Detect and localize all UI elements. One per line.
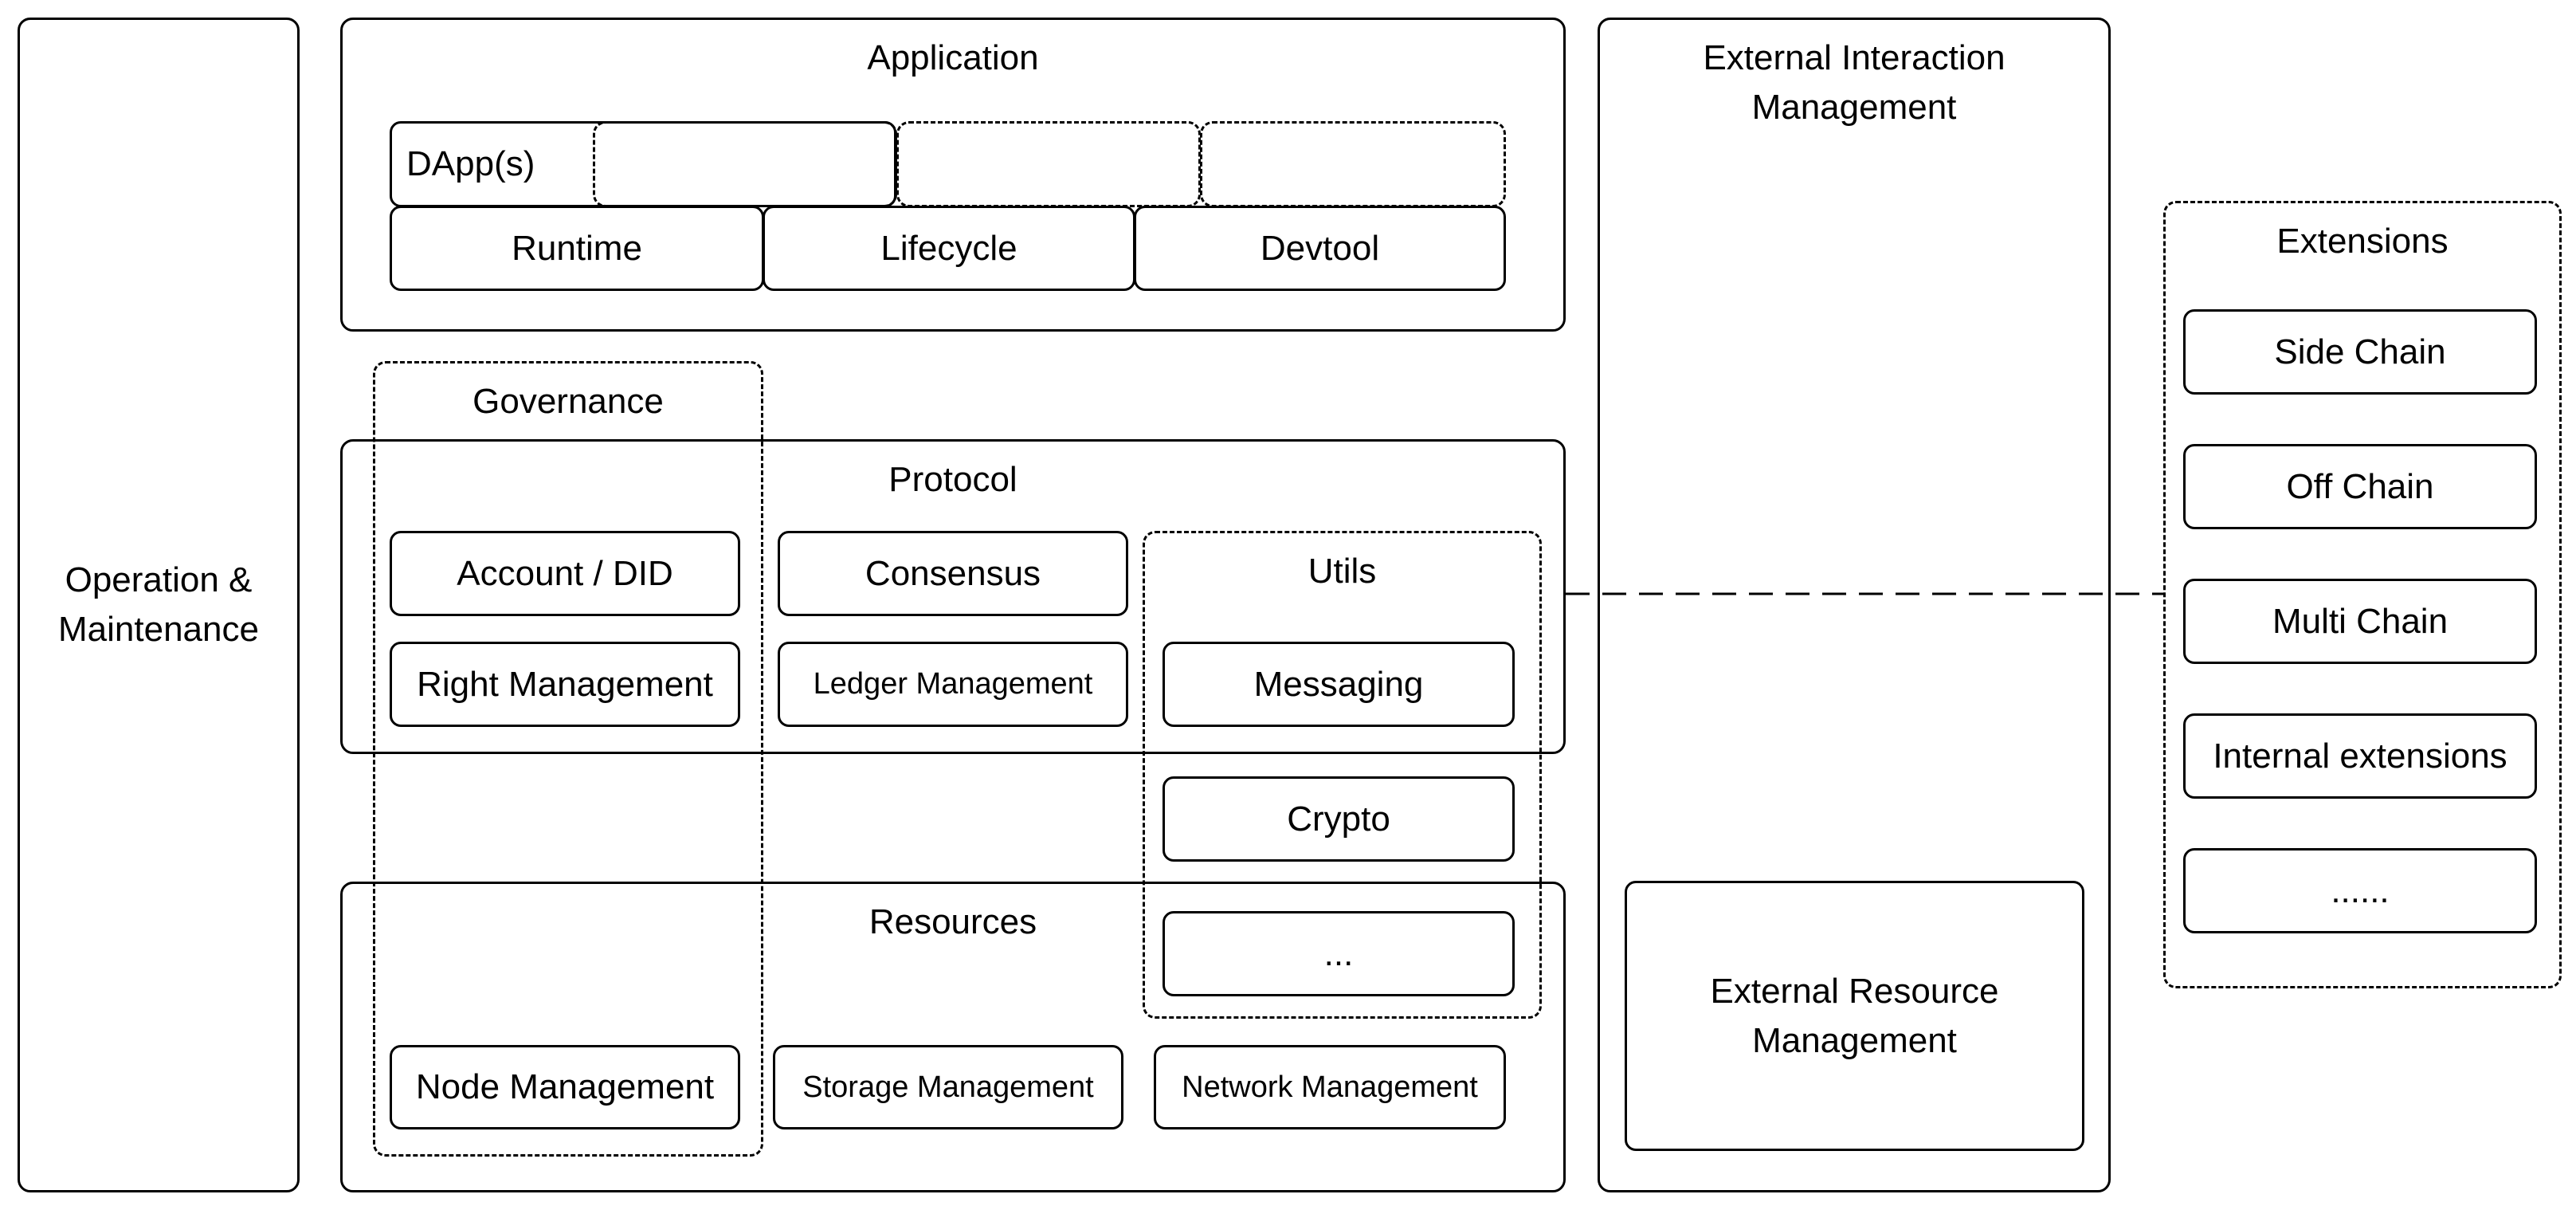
external-interaction-panel — [1598, 18, 2111, 1192]
external-interaction-title: External Interaction Management — [1598, 33, 2111, 132]
node-management-box: Node Management — [390, 1045, 740, 1129]
protocol-panel — [340, 439, 1566, 754]
lifecycle-box: Lifecycle — [763, 206, 1135, 291]
utils-region — [1143, 531, 1542, 1019]
crypto-box: Crypto — [1163, 776, 1515, 862]
devtool-box: Devtool — [1134, 206, 1506, 291]
operation-maintenance-panel — [18, 18, 300, 1192]
extensions-more-box: ...... — [2183, 848, 2537, 933]
governance-title: Governance — [472, 382, 664, 421]
operation-maintenance-label: Operation & Maintenance — [18, 18, 300, 1192]
network-management-box: Network Management — [1154, 1045, 1506, 1129]
extensions-title: Extensions — [2276, 222, 2449, 261]
storage-management-box: Storage Management — [773, 1045, 1123, 1129]
utils-more-box: ... — [1163, 911, 1515, 996]
extensions-region — [2163, 201, 2562, 988]
multi-chain-box: Multi Chain — [2183, 579, 2537, 664]
messaging-box: Messaging — [1163, 642, 1515, 727]
runtime-box: Runtime — [390, 206, 764, 291]
external-resource-line1: External Resource — [1710, 971, 1999, 1011]
operation-label-line2: Maintenance — [58, 610, 259, 649]
side-chain-box: Side Chain — [2183, 309, 2537, 395]
account-did-box: Account / DID — [390, 531, 740, 616]
external-resource-panel — [1625, 881, 2084, 1151]
protocol-title: Protocol — [888, 460, 1017, 499]
application-panel — [340, 18, 1566, 332]
operation-label-line1: Operation & — [65, 560, 253, 599]
consensus-box: Consensus — [778, 531, 1128, 616]
internal-extensions-box: Internal extensions — [2183, 713, 2537, 799]
resources-panel — [340, 882, 1566, 1192]
right-management-box: Right Management — [390, 642, 740, 727]
application-title: Application — [867, 38, 1039, 77]
resources-title: Resources — [868, 902, 1037, 941]
external-resource-label: External Resource Management — [1625, 881, 2084, 1151]
ledger-management-box: Ledger Management — [778, 642, 1128, 727]
dapps-box: DApp(s) — [390, 121, 896, 207]
dapps-label: DApp(s) — [406, 144, 535, 183]
utils-title: Utils — [1308, 552, 1377, 591]
off-chain-box: Off Chain — [2183, 444, 2537, 529]
external-interaction-title-line1: External Interaction — [1703, 38, 2006, 77]
external-resource-line2: Management — [1752, 1020, 1957, 1060]
governance-region — [373, 361, 763, 1157]
external-interaction-title-line2: Management — [1751, 88, 1957, 127]
